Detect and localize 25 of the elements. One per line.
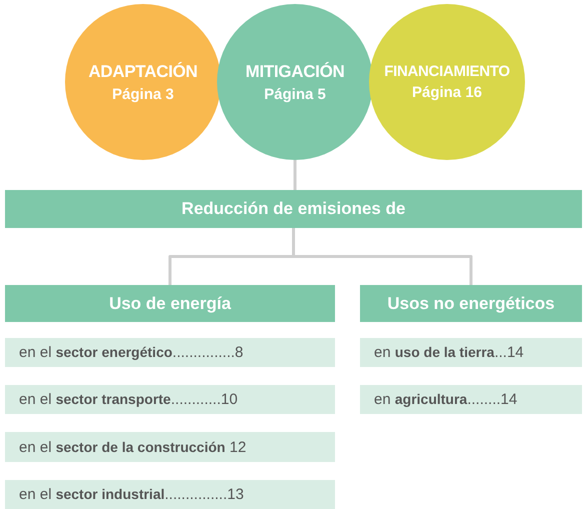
- page-reference: Página 5: [264, 86, 326, 102]
- heading-text: Usos no energéticos: [387, 294, 555, 314]
- list-row: [5, 432, 335, 462]
- list-row: [5, 338, 335, 367]
- list-entry: en agricultura........14: [374, 391, 518, 408]
- list-entry: en el sector energético...............8: [19, 344, 244, 361]
- topic-title: MITIGACIÓN: [246, 62, 344, 82]
- heading-banner: [5, 190, 582, 228]
- list-row: [5, 385, 335, 414]
- page-reference: Página 3: [112, 86, 174, 102]
- list-entry: en uso de la tierra...14: [374, 344, 524, 361]
- heading-text: Uso de energía: [109, 294, 231, 314]
- list-entry: en el sector industrial...............13: [19, 486, 244, 503]
- topic-title: FINANCIAMIENTO: [384, 63, 510, 80]
- connector-line: [294, 160, 296, 190]
- list-entry: en el sector de la construcción 12: [19, 438, 246, 456]
- list-row: [360, 338, 582, 367]
- category-header: [360, 285, 582, 322]
- topic-title: ADAPTACIÓN: [88, 62, 198, 82]
- heading-text: Reducción de emisiones de: [182, 199, 406, 219]
- list-row: [360, 385, 582, 414]
- list-entry: en el sector transporte............10: [19, 391, 238, 408]
- category-header: [5, 285, 335, 322]
- page-reference: Página 16: [412, 84, 482, 101]
- list-row: [5, 480, 335, 509]
